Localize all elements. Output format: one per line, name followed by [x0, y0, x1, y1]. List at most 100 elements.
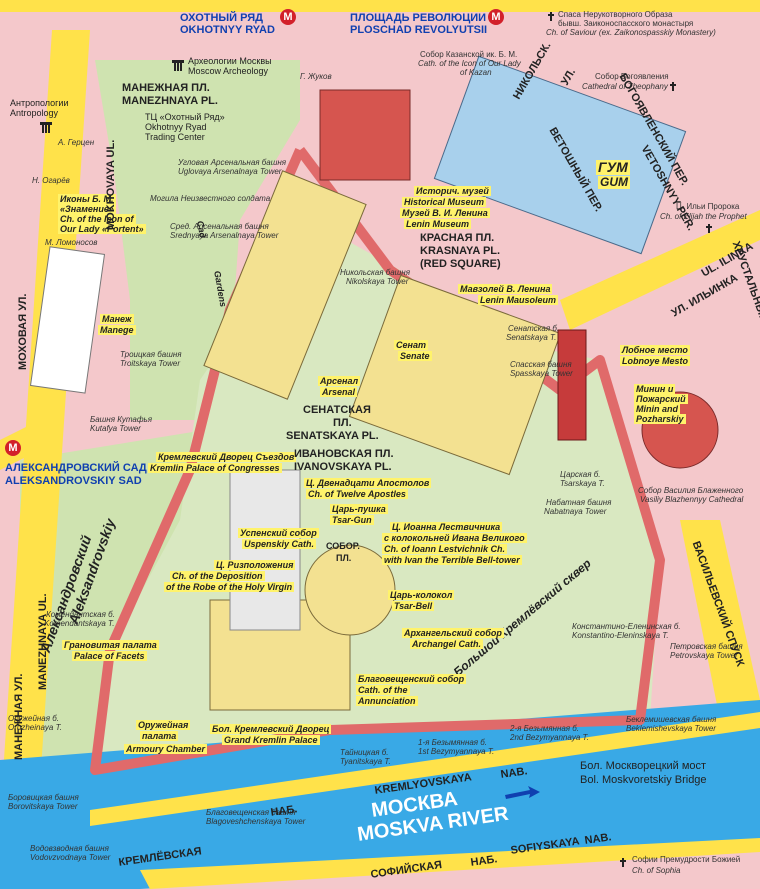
label-armoury-ru1[interactable]: Оружейная: [136, 720, 191, 730]
label-facets-en[interactable]: Palace of Facets: [72, 651, 147, 661]
label-archangel-ru[interactable]: Архангельский собор: [402, 628, 504, 638]
label-unknown-soldier: Могила Неизвестного солдата: [150, 194, 271, 203]
label-hist-ru[interactable]: Историч. музей: [414, 186, 491, 196]
label-mausoleum-ru[interactable]: Мавзолей В. Ленина: [458, 284, 553, 294]
label-ioann-en1[interactable]: Ch. of Ioann Lestvichnik Ch.: [382, 544, 508, 554]
label-red-sq-en2: (RED SQUARE): [420, 258, 501, 270]
label-minin-ru1[interactable]: Минин и: [634, 384, 676, 394]
label-tsar-bell-ru[interactable]: Царь-колокол: [388, 590, 455, 600]
historical-museum: [319, 89, 411, 181]
label-lenin-mus-ru[interactable]: Музей В. И. Ленина: [400, 208, 490, 218]
label-congress-en[interactable]: Kremlin Palace of Congresses: [148, 463, 282, 473]
label-gkp-en[interactable]: Grand Kremlin Palace: [222, 735, 320, 745]
label-sredn-en: Srednyaya Arsenalnaya Tower: [170, 231, 279, 240]
label-anthropology-ru: Антропологии: [10, 98, 69, 108]
label-znamenie-en2[interactable]: Our Lady «Portent»: [58, 224, 146, 234]
label-kazan-en2: of Kazan: [460, 68, 492, 77]
label-gkp-ru[interactable]: Бол. Кремлевский Дворец: [210, 724, 332, 734]
label-elijah-en: Ch. of Elijah the Prophet: [660, 212, 747, 221]
label-bridge-en: Bol. Moskvoretskiy Bridge: [580, 774, 707, 786]
label-lobnoe-ru[interactable]: Лобное место: [620, 345, 690, 355]
label-basil-ru: Собор Василия Блаженного: [638, 486, 744, 495]
label-nabatnaya-ru: Набатная башня: [546, 498, 612, 507]
label-mausoleum-en[interactable]: Lenin Mausoleum: [478, 295, 559, 305]
cross-icon: [548, 12, 554, 21]
label-beklem-ru: Беклемишевская башня: [626, 715, 717, 724]
label-senat-en[interactable]: Senate: [398, 351, 432, 361]
metro-okhotny-en[interactable]: OKHOTNYY RYAD: [180, 24, 275, 36]
label-twelve-en[interactable]: Ch. of Twelve Apostles: [306, 489, 408, 499]
label-archeology-en: Moscow Archeology: [188, 66, 269, 76]
label-robe-ru[interactable]: Ц. Ризположения: [214, 560, 296, 570]
label-tainitskaya-en: Tyanitskaya T.: [340, 757, 391, 766]
label-znamenie-ru2[interactable]: «Знамение»: [58, 204, 116, 214]
label-tsarskaya-en: Tsarskaya T.: [560, 479, 605, 488]
label-robe-en2[interactable]: of the Robe of the Holy Virgin: [164, 582, 295, 592]
label-senat-ru[interactable]: Сенат: [394, 340, 428, 350]
label-gum-en[interactable]: GUM: [598, 175, 630, 189]
label-red-sq-ru: КРАСНАЯ ПЛ.: [420, 232, 495, 244]
metro-icon: M: [280, 9, 296, 25]
label-armoury-ru2[interactable]: палата: [140, 731, 179, 741]
label-hist-en[interactable]: Historical Museum: [402, 197, 487, 207]
arsenal-building: [203, 170, 367, 400]
label-znamenie-ru[interactable]: Иконы Б. М.: [58, 194, 116, 204]
label-lomonosov: М. Ломоносов: [45, 238, 98, 247]
label-zhukov: Г. Жуков: [300, 72, 332, 81]
label-tsar-cannon-ru[interactable]: Царь-пушка: [330, 504, 388, 514]
label-tsar-cannon-en[interactable]: Tsar-Gun: [330, 515, 374, 525]
gum-building: [433, 55, 687, 255]
label-armoury-en[interactable]: Armoury Chamber: [124, 744, 208, 754]
label-annunc-en2[interactable]: Annunciation: [356, 696, 418, 706]
metro-revolution-ru[interactable]: ПЛОЩАДЬ РЕВОЛЮЦИИ: [350, 12, 487, 24]
label-znamenie-en1[interactable]: Ch. of the Icon of: [58, 214, 136, 224]
label-gum-ru[interactable]: ГУМ: [596, 159, 630, 175]
label-uglovaya-ru: Угловая Арсенальная башня: [178, 158, 287, 167]
street-mokhovaya-ru: МОХОВАЯ УЛ.: [17, 293, 29, 370]
label-ioann-ru1[interactable]: Ц. Иоанна Лествичника: [390, 522, 503, 532]
metro-revolution-en[interactable]: PLOSCHAD REVOLYUTSII: [350, 24, 488, 36]
label-petrov-en: Petrovskaya Tower: [670, 651, 738, 660]
label-robe-en1[interactable]: Ch. of the Deposition: [170, 571, 265, 581]
label-manege-ru[interactable]: Манеж: [100, 314, 134, 324]
label-uspensky-en[interactable]: Uspenskiy Cath.: [242, 539, 317, 549]
label-minin-ru2[interactable]: Пожарский: [634, 394, 688, 404]
label-ioann-ru2[interactable]: с колокольней Ивана Великого: [382, 533, 527, 543]
label-arsenal-ru[interactable]: Арсенал: [318, 376, 361, 386]
metro-aleks-ru[interactable]: АЛЕКСАНДРОВСКИЙ САД: [5, 462, 147, 474]
label-lenin-mus-en[interactable]: Lenin Museum: [404, 219, 472, 229]
label-annunc-ru[interactable]: Благовещенский собор: [356, 674, 467, 684]
label-sredn-ru: Сред. Арсенальная башня: [170, 222, 269, 231]
vasilyevsky-road: [680, 520, 760, 760]
label-minin-en1[interactable]: Minin and: [634, 404, 680, 414]
label-borov-en: Borovitskaya Tower: [8, 802, 78, 811]
label-minin-en2[interactable]: Pozharskiy: [634, 414, 686, 424]
label-facets-ru[interactable]: Грановитая палата: [62, 640, 159, 650]
label-theophany-en: Cathedral of Theophany: [582, 82, 668, 91]
metro-aleks-en[interactable]: ALEKSANDROVSKIY SAD: [5, 475, 142, 487]
label-tsar-bell-en[interactable]: Tsar-Bell: [392, 601, 435, 611]
label-okhotny-tc-en1: Okhotnyy Ryad: [145, 122, 207, 132]
label-archangel-en[interactable]: Archangel Cath.: [410, 639, 484, 649]
metro-icon: M: [5, 440, 21, 456]
label-kazan-en1: Cath. of the Icon of Our Lady: [418, 59, 521, 68]
label-senat-sq-en: SENATSKAYA PL.: [286, 430, 379, 442]
label-lobnoe-en[interactable]: Lobnoye Mesto: [620, 356, 691, 366]
label-ioann-en2[interactable]: with Ivan the Terrible Bell-tower: [382, 555, 522, 565]
label-arsenal-en[interactable]: Arsenal: [320, 387, 358, 397]
label-konst-ru: Константино-Еленинская б.: [572, 622, 681, 631]
label-tainitskaya-ru: Тайницкая б.: [340, 748, 389, 757]
label-uspensky-ru[interactable]: Успенский собор: [238, 528, 319, 538]
street-manezh-ul-ru: МАНЕЖНАЯ УЛ.: [13, 673, 25, 760]
congress-palace: [229, 469, 301, 631]
label-twelve-ru[interactable]: Ц. Двенадцати Апостолов: [304, 478, 432, 488]
label-theophany-ru: Собор Богоявления: [595, 72, 669, 81]
metro-okhotny-ru[interactable]: ОХОТНЫЙ РЯД: [180, 12, 263, 24]
label-saviour-ru: Спаса Нерукотворного Образа: [558, 10, 673, 19]
label-congress-ru[interactable]: Кремлевский Дворец Съездов: [156, 452, 297, 462]
label-annunc-en1[interactable]: Cath. of the: [356, 685, 410, 695]
label-manege-en[interactable]: Manege: [98, 325, 136, 335]
cross-icon: [706, 224, 712, 233]
